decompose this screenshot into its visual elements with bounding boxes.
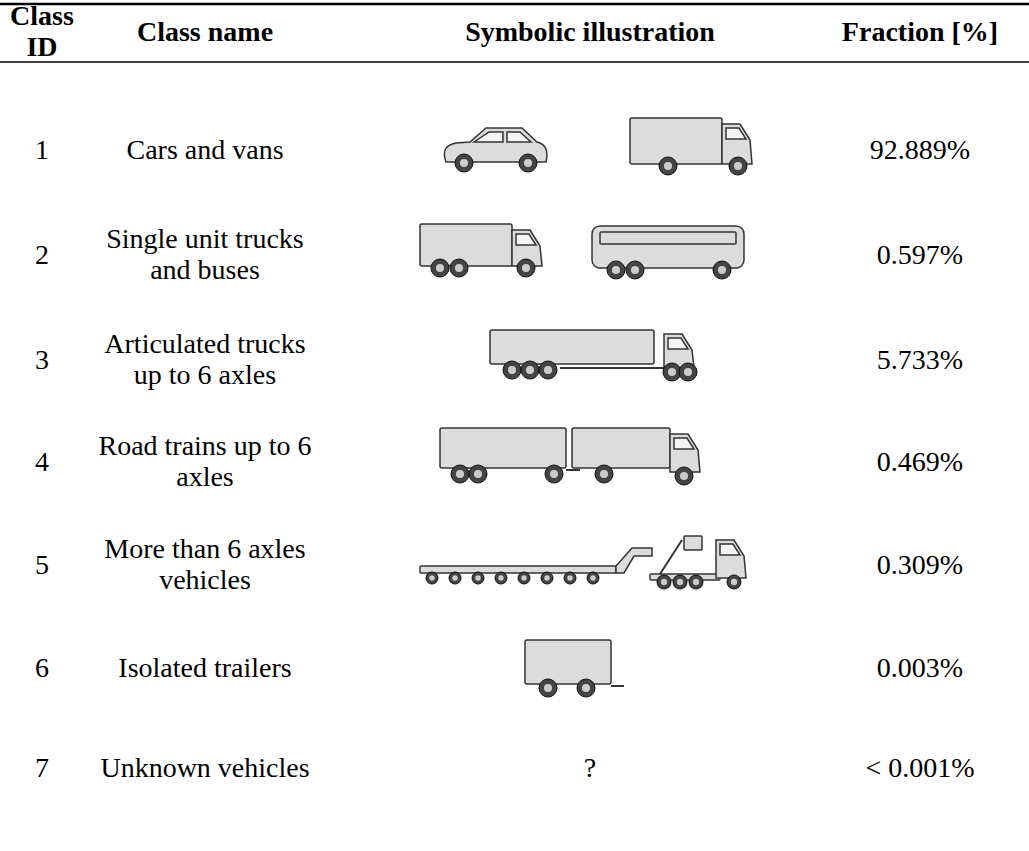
table-cell: Road trains up to 6 axles: [94, 431, 316, 493]
header-cell: Symbolic illustration: [400, 17, 780, 48]
van-symbol: [630, 118, 752, 175]
table-cell: 4: [12, 447, 72, 478]
table-cell: 3: [12, 345, 72, 376]
articulated-truck-symbol: [490, 330, 697, 381]
table-cell: ?: [560, 753, 620, 784]
table-cell: Unknown vehicles: [89, 753, 321, 784]
table-cell: 2: [12, 240, 72, 271]
bus-symbol: [592, 226, 744, 279]
table-cell: 0.597%: [820, 240, 1020, 271]
table-cell: 0.003%: [820, 653, 1020, 684]
table-cell: Articulated trucks up to 6 axles: [89, 329, 321, 391]
table-cell: Single unit trucks and buses: [89, 224, 321, 286]
table-cell: 7: [12, 753, 72, 784]
header-cell: Class ID: [2, 1, 82, 63]
table-cell: 6: [12, 653, 72, 684]
table-cell: < 0.001%: [820, 753, 1020, 784]
table-cell: 92.889%: [820, 135, 1020, 166]
table-cell: 0.309%: [820, 550, 1020, 581]
header-cell: Fraction [%]: [820, 17, 1020, 48]
table-cell: 5: [12, 550, 72, 581]
car-symbol: [444, 128, 547, 172]
table-cell: 1: [12, 135, 72, 166]
header-cell: Class name: [75, 17, 335, 48]
table-cell: Cars and vans: [89, 135, 321, 166]
trailer-symbol: [525, 640, 624, 697]
table-cell: More than 6 axles vehicles: [89, 534, 321, 596]
truck-symbol: [420, 224, 542, 277]
heavy-vehicle-symbol: [420, 536, 746, 589]
table-cell: 0.469%: [820, 447, 1020, 478]
table-cell: Isolated trailers: [89, 653, 321, 684]
top-rule: [0, 3, 1029, 6]
header-rule: [0, 61, 1029, 63]
table-cell: 5.733%: [820, 345, 1020, 376]
road-train-symbol: [440, 428, 700, 485]
